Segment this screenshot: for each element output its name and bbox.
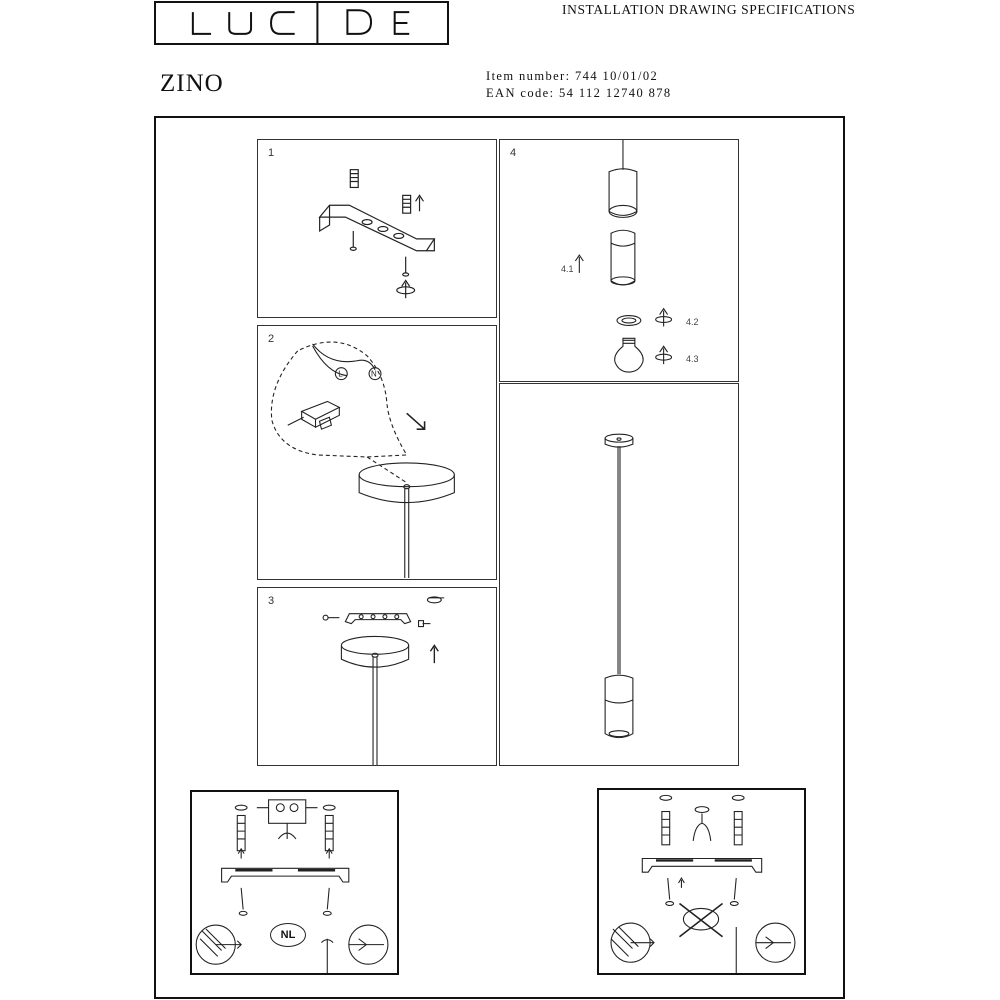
mount-guide-drawing-right [610, 794, 796, 973]
step-number: 1 [268, 147, 275, 159]
step-1-drawing [318, 169, 436, 299]
assembled-view-panel [499, 383, 739, 766]
assembled-pendant-drawing [604, 433, 634, 739]
step-4-1-label: 4.1 [561, 264, 574, 274]
step-number: 2 [268, 333, 275, 345]
product-name: ZINO [160, 70, 224, 97]
lucide-logo-wordmark [191, 3, 410, 43]
document-title: INSTALLATION DRAWING SPECIFICATIONS [562, 2, 856, 17]
step-number: 4 [510, 147, 517, 159]
step-2-panel: 2 L N [257, 325, 497, 580]
step-4-drawing [574, 140, 673, 373]
step-2-drawing: L N [270, 341, 455, 578]
item-number: Item number: 744 10/01/02 [486, 69, 659, 83]
svg-text:L: L [338, 370, 343, 379]
mount-guide-drawing-left [195, 799, 389, 973]
step-3-panel: 3 [257, 587, 497, 766]
svg-text:N: N [371, 370, 377, 379]
nl-badge: NL [270, 923, 306, 947]
step-number: 3 [268, 595, 275, 607]
step-4-2-label: 4.2 [686, 317, 699, 327]
step-1-panel: 1 [257, 139, 497, 318]
ceiling-mount-guide-left: NL [190, 790, 399, 975]
lucide-logo [154, 1, 449, 45]
step-3-drawing [322, 596, 445, 765]
ean-code: EAN code: 54 112 12740 878 [486, 86, 672, 100]
ceiling-mount-guide-right [597, 788, 806, 975]
step-4-3-label: 4.3 [686, 354, 699, 364]
step-4-panel: 4 4.1 4.2 4.3 [499, 139, 739, 382]
drawing-frame: 1 [154, 116, 845, 999]
product-meta: Item number: 744 10/01/02 EAN code: 54 1… [486, 68, 672, 102]
